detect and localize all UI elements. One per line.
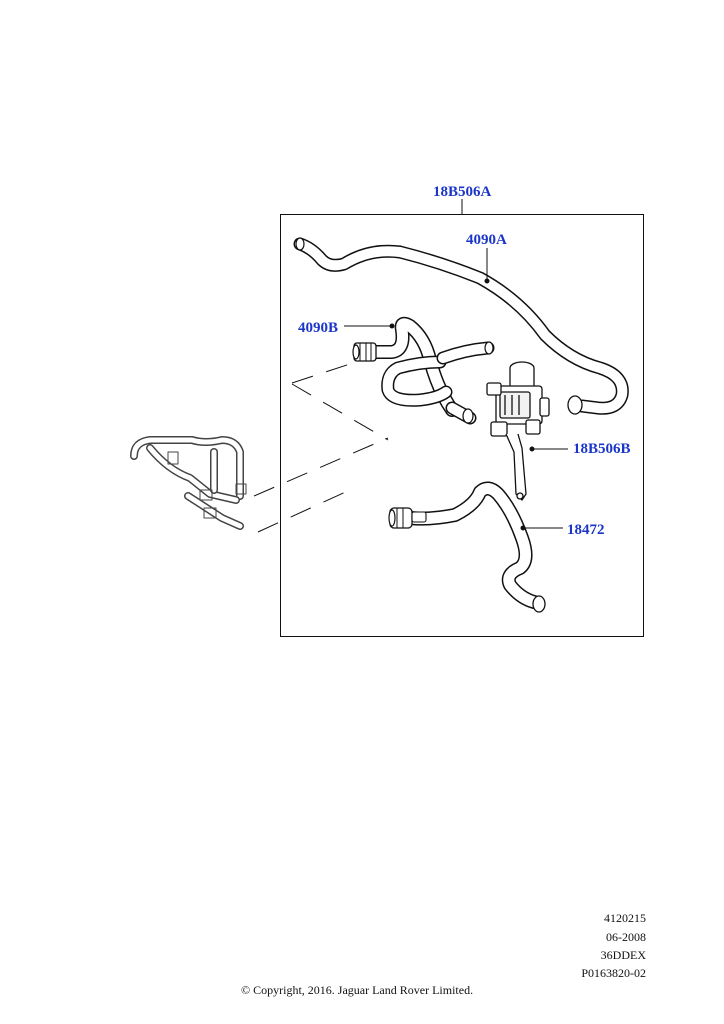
callout-left-hose-4090b[interactable]: 4090B bbox=[298, 320, 339, 336]
reference-dashed-lines bbox=[253, 361, 389, 533]
left-hose-4090b[interactable] bbox=[352, 316, 495, 425]
callout-valve-18b506b[interactable]: 18B506B bbox=[573, 441, 631, 457]
copyright-notice: © Copyright, 2016. Jaguar Land Rover Lim… bbox=[241, 983, 474, 997]
leader-lines bbox=[344, 248, 568, 531]
kit-boundary-box bbox=[280, 214, 644, 637]
drawing-info-line-4: P0163820-02 bbox=[581, 966, 646, 980]
upper-hose-4090a[interactable] bbox=[293, 237, 629, 415]
callout-upper-hose-4090a[interactable]: 4090A bbox=[466, 232, 507, 248]
valve-assembly-18b506b[interactable] bbox=[486, 361, 550, 501]
lower-hose-18472[interactable] bbox=[388, 481, 546, 613]
vehicle-context-assembly bbox=[130, 436, 247, 530]
callout-kit-18b506a[interactable]: 18B506A bbox=[433, 184, 492, 200]
drawing-info-line-1: 4120215 bbox=[604, 911, 646, 925]
drawing-info-line-2: 06-2008 bbox=[606, 930, 646, 944]
drawing-info-line-3: 36DDEX bbox=[600, 948, 646, 962]
callout-lower-hose-18472[interactable]: 18472 bbox=[567, 522, 605, 538]
